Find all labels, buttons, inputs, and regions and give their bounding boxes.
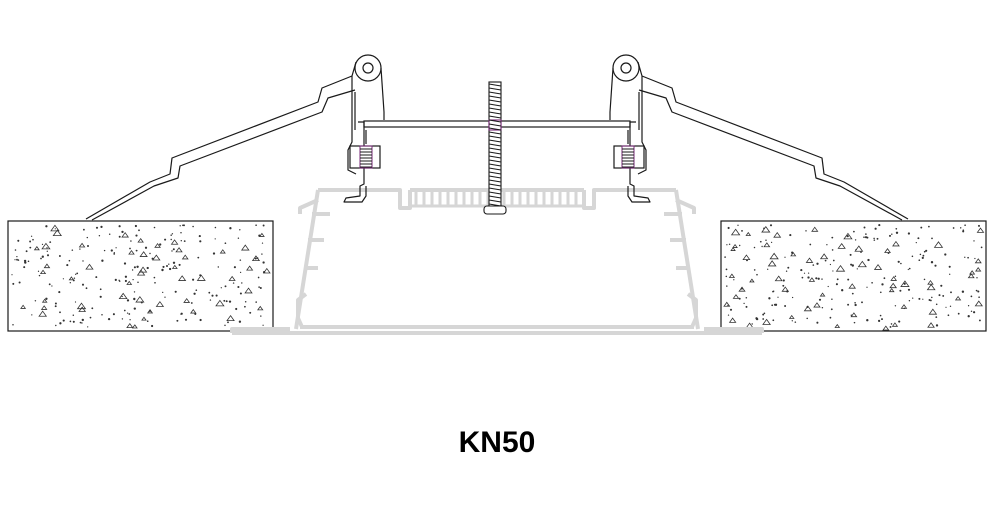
nut-right: [613, 145, 645, 169]
drawing-caption: KN50: [459, 426, 536, 459]
spring-clip-right: [609, 54, 909, 221]
threaded-rod: [483, 81, 507, 215]
concrete-slab-left: [7, 220, 274, 332]
aluminium-profile: [230, 188, 764, 335]
nut-left: [349, 145, 381, 169]
concrete-slab-right: [720, 220, 987, 332]
spring-clip-left: [85, 54, 385, 221]
